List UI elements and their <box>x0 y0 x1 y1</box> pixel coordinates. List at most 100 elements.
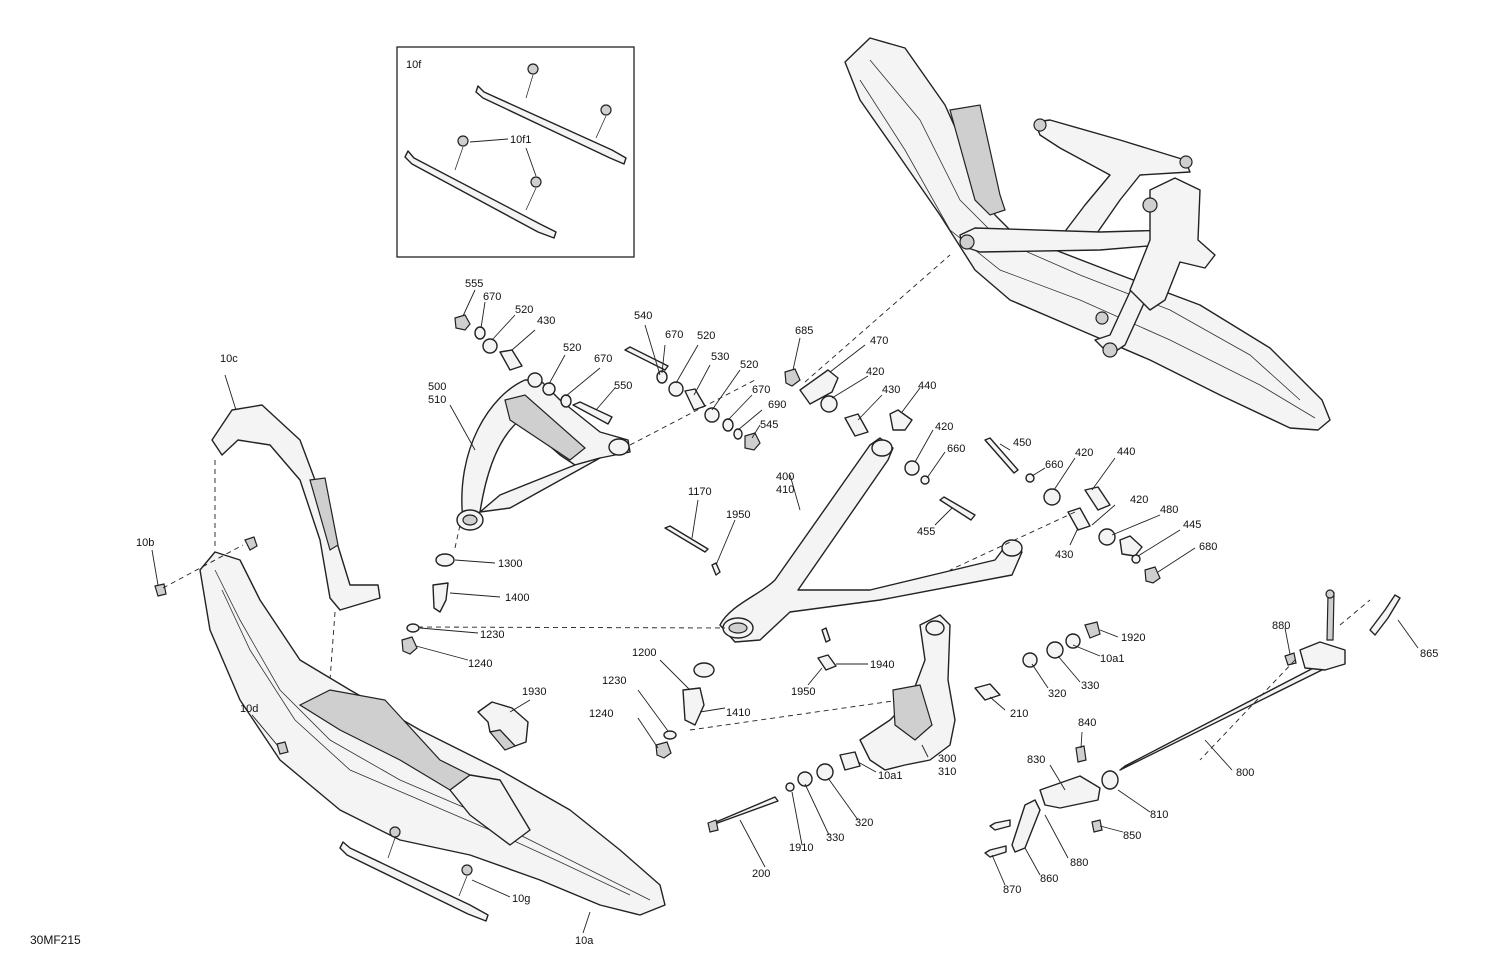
leader-lines <box>151 289 1419 934</box>
inset-skid-upper <box>475 85 627 165</box>
inset-skid-lower <box>404 150 557 239</box>
callout-455: 455 <box>917 526 935 538</box>
lower-arm-hardware <box>664 368 1161 584</box>
callout-670: 670 <box>483 291 501 303</box>
callout-685: 685 <box>795 325 813 337</box>
callout-510: 510 <box>428 394 446 406</box>
ski-leg <box>211 404 381 611</box>
callout-1200: 1200 <box>632 647 656 659</box>
callout-300: 300 <box>938 753 956 765</box>
ski-bolts <box>154 536 289 755</box>
callout-690: 690 <box>768 399 786 411</box>
callout-830: 830 <box>1027 754 1045 766</box>
callout-480: 480 <box>1160 504 1178 516</box>
callout-1910: 1910 <box>789 842 813 854</box>
callout-840: 840 <box>1078 717 1096 729</box>
callout-850: 850 <box>1123 830 1141 842</box>
lower-a-arm <box>719 437 1023 643</box>
callout-520: 520 <box>697 330 715 342</box>
callout-330: 330 <box>1081 680 1099 692</box>
callout-320: 320 <box>1048 688 1066 700</box>
callout-800: 800 <box>1236 767 1254 779</box>
callout-420: 420 <box>1075 447 1093 459</box>
inset-sub-label: 10f1 <box>510 134 531 146</box>
callout-1940: 1940 <box>870 659 894 671</box>
inset-box: 10f 10f1 <box>396 46 635 258</box>
callout-200: 200 <box>752 868 770 880</box>
steering-linkage <box>984 589 1401 858</box>
callout-550: 550 <box>614 380 632 392</box>
upper-a-arm <box>456 379 631 531</box>
callout-1170: 1170 <box>688 486 712 498</box>
callout-670: 670 <box>665 329 683 341</box>
callout-670: 670 <box>594 353 612 365</box>
callout-430: 430 <box>537 315 555 327</box>
callout-1930: 1930 <box>522 686 546 698</box>
callout-440: 440 <box>1117 446 1135 458</box>
callout-310: 310 <box>938 766 956 778</box>
callout-555: 555 <box>465 278 483 290</box>
callout-labels: 555 670 520 430 520 670 550 500 510 540 … <box>30 278 1438 947</box>
callout-540: 540 <box>634 310 652 322</box>
callout-10g: 10g <box>512 893 530 905</box>
callout-450: 450 <box>1013 437 1031 449</box>
callout-10b: 10b <box>136 537 154 549</box>
callout-1410: 1410 <box>726 707 750 719</box>
inset-nut-icon <box>454 63 612 211</box>
callout-420: 420 <box>1130 494 1148 506</box>
callout-470: 470 <box>870 335 888 347</box>
callout-520: 520 <box>515 304 533 316</box>
callout-500: 500 <box>428 381 446 393</box>
spindle <box>859 614 956 771</box>
callout-1230: 1230 <box>480 629 504 641</box>
left-skid-bar <box>339 826 489 922</box>
callout-660: 660 <box>1045 459 1063 471</box>
inset-label: 10f <box>406 59 422 71</box>
callout-440: 440 <box>918 380 936 392</box>
callout-1400: 1400 <box>505 592 529 604</box>
callout-10a1: 10a1 <box>878 770 902 782</box>
callout-860: 860 <box>1040 873 1058 885</box>
callout-10c: 10c <box>220 353 238 365</box>
ball-joint-upper <box>401 553 455 655</box>
callout-430: 430 <box>882 384 900 396</box>
callout-1950: 1950 <box>791 686 815 698</box>
callout-545: 545 <box>760 419 778 431</box>
callout-1230: 1230 <box>602 675 626 687</box>
callout-530: 530 <box>711 351 729 363</box>
callout-1950: 1950 <box>726 509 750 521</box>
callout-520: 520 <box>563 342 581 354</box>
spindle-hardware <box>707 621 1101 833</box>
callout-430: 430 <box>1055 549 1073 561</box>
callout-670: 670 <box>752 384 770 396</box>
drawing-reference-code: 30MF215 <box>30 933 81 947</box>
callout-520: 520 <box>740 359 758 371</box>
callout-10a: 10a <box>575 935 594 947</box>
callout-880: 880 <box>1272 620 1290 632</box>
callout-1240: 1240 <box>589 708 613 720</box>
callout-810: 810 <box>1150 809 1168 821</box>
callout-865: 865 <box>1420 648 1438 660</box>
callout-1300: 1300 <box>498 558 522 570</box>
callout-400: 400 <box>776 471 794 483</box>
right-ski-assembly <box>844 37 1331 431</box>
callout-10a1: 10a1 <box>1100 653 1124 665</box>
callout-210: 210 <box>1010 708 1028 720</box>
callout-410: 410 <box>776 484 794 496</box>
callout-420: 420 <box>935 421 953 433</box>
callout-420: 420 <box>866 366 884 378</box>
callout-10d: 10d <box>240 703 258 715</box>
callout-330: 330 <box>826 832 844 844</box>
bumper-block <box>477 701 529 751</box>
ball-joint-lower <box>655 627 837 759</box>
callout-680: 680 <box>1199 541 1217 553</box>
callout-1920: 1920 <box>1121 632 1145 644</box>
callout-870: 870 <box>1003 884 1021 896</box>
left-ski <box>199 551 666 916</box>
callout-445: 445 <box>1183 519 1201 531</box>
callout-880: 880 <box>1070 857 1088 869</box>
callout-1240: 1240 <box>468 658 492 670</box>
callout-660: 660 <box>947 443 965 455</box>
callout-320: 320 <box>855 817 873 829</box>
